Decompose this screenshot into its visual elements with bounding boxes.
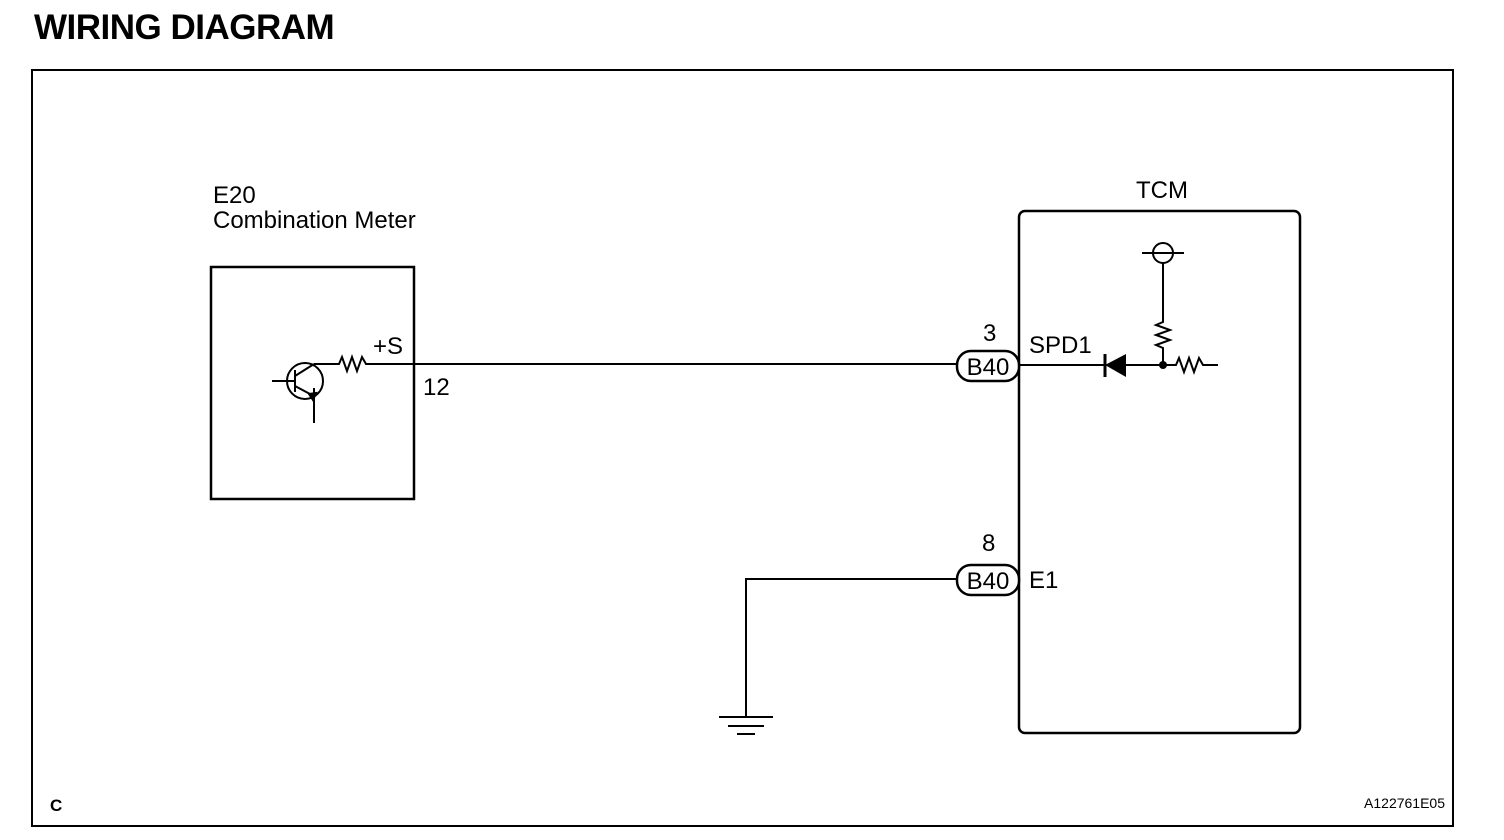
meter-pin-number: 12 [423, 374, 450, 401]
diagram-frame [31, 69, 1454, 827]
spd1-connector-code: B40 [967, 354, 1010, 381]
meter-code: E20 [213, 182, 256, 209]
input-resistor-icon [1163, 355, 1218, 375]
tcm-label: TCM [1136, 177, 1188, 204]
e1-pin-number: 8 [982, 530, 995, 557]
meter-terminal-label: +S [373, 333, 403, 360]
power-supply-icon [1142, 242, 1184, 318]
pullup-resistor-icon [1153, 318, 1173, 365]
e1-signal-label: E1 [1029, 567, 1058, 594]
e1-connector-code: B40 [967, 568, 1010, 595]
meter-name: Combination Meter [213, 207, 416, 234]
spd1-signal-label: SPD1 [1029, 332, 1092, 359]
meter-box [209, 265, 416, 501]
meter-resistor-icon [334, 354, 410, 374]
footer-code: C [50, 796, 62, 815]
ground-icon [719, 716, 773, 735]
figure-id: A122761E05 [1364, 795, 1445, 811]
transistor-icon [272, 362, 334, 423]
tcm-box [1017, 209, 1302, 735]
ground-wire [745, 578, 957, 717]
spd1-pin-number: 3 [983, 320, 996, 347]
diode-icon [1103, 354, 1163, 377]
page-title: WIRING DIAGRAM [34, 8, 335, 47]
